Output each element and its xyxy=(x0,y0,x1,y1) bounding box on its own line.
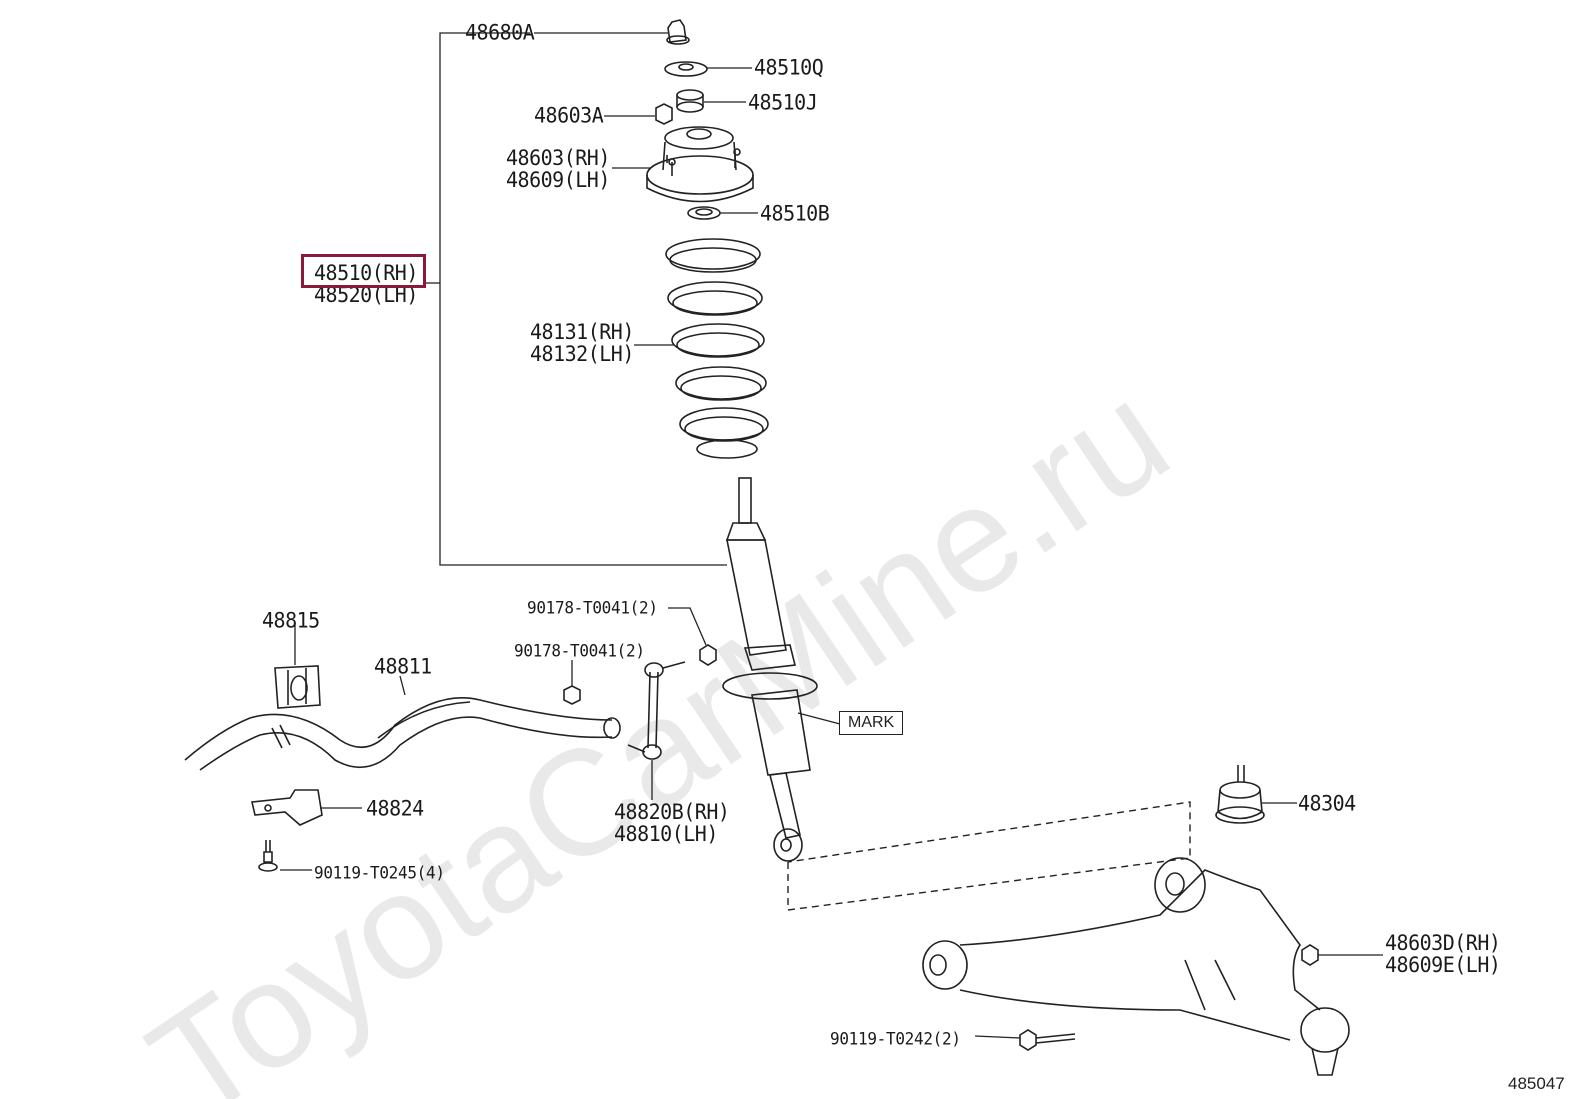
label-48680A[interactable]: 48680A xyxy=(465,19,535,45)
label-90178-t0041-lower[interactable]: 90178-T0041(2) xyxy=(514,640,645,661)
label-48810-lh[interactable]: 48810(LH) xyxy=(614,820,718,847)
label-48304[interactable]: 48304 xyxy=(1298,790,1356,816)
label-48815[interactable]: 48815 xyxy=(262,607,320,633)
label-48609-lh[interactable]: 48609(LH) xyxy=(506,166,610,193)
label-48603-rh[interactable]: 48603(RH) xyxy=(506,144,610,171)
stabilizer-bracket-shape xyxy=(251,789,323,826)
label-90119-t0245[interactable]: 90119-T0245(4) xyxy=(314,862,445,883)
bracket-bolt-shape xyxy=(258,840,278,872)
highlight-box xyxy=(301,254,426,288)
label-48820B-rh[interactable]: 48820B(RH) xyxy=(614,798,730,825)
arm-nut-shape xyxy=(1301,944,1319,966)
label-48131-rh[interactable]: 48131(RH) xyxy=(530,318,634,345)
upper-mount-shape xyxy=(646,126,754,203)
label-48824[interactable]: 48824 xyxy=(366,795,424,821)
label-48520-lh[interactable]: 48520(LH) xyxy=(314,281,418,308)
diagram-number: 485047 xyxy=(1508,1074,1565,1093)
bump-stopper-shape xyxy=(1215,765,1265,824)
label-48510-48520[interactable]: 48510(RH) 48520(LH) xyxy=(314,259,418,308)
label-48820B-48810[interactable]: 48820B(RH) 48810(LH) xyxy=(614,798,730,847)
shock-absorber-shape xyxy=(722,477,818,862)
label-48510J[interactable]: 48510J xyxy=(748,89,818,115)
label-48510-rh[interactable]: 48510(RH) xyxy=(314,259,418,286)
washer-shape xyxy=(664,61,708,77)
small-nut-shape xyxy=(655,103,673,125)
stabilizer-bushing-shape xyxy=(274,665,321,709)
label-48510B[interactable]: 48510B xyxy=(760,200,830,226)
spring-seat-shape xyxy=(687,206,721,220)
label-48609E-lh[interactable]: 48609E(LH) xyxy=(1385,951,1501,978)
top-nut-shape xyxy=(666,19,690,45)
stabilizer-link-shape xyxy=(627,661,686,760)
label-48603D-rh[interactable]: 48603D(RH) xyxy=(1385,929,1501,956)
lower-arm-shape xyxy=(922,857,1350,1076)
label-90119-t0242[interactable]: 90119-T0242(2) xyxy=(830,1028,961,1049)
label-48510Q[interactable]: 48510Q xyxy=(754,54,824,80)
mark-label: MARK xyxy=(839,711,904,735)
label-90178-t0041-upper[interactable]: 90178-T0041(2) xyxy=(527,597,658,618)
label-48603A[interactable]: 48603A xyxy=(534,102,604,128)
dashed-connection xyxy=(787,801,1191,911)
leader-lines xyxy=(294,32,1383,1039)
coil-spring-shape xyxy=(665,238,769,459)
arm-bolt-shape xyxy=(1019,1029,1076,1051)
bushing-shape xyxy=(676,89,704,113)
label-48603-48609[interactable]: 48603(RH) 48609(LH) xyxy=(506,144,610,193)
stabilizer-bar-shape xyxy=(184,697,621,771)
label-48131-48132[interactable]: 48131(RH) 48132(LH) xyxy=(530,318,634,367)
label-48603D-48609E[interactable]: 48603D(RH) 48609E(LH) xyxy=(1385,929,1501,978)
assembly-bracket xyxy=(425,32,727,566)
label-48132-lh[interactable]: 48132(LH) xyxy=(530,340,634,367)
label-48811[interactable]: 48811 xyxy=(374,653,432,679)
